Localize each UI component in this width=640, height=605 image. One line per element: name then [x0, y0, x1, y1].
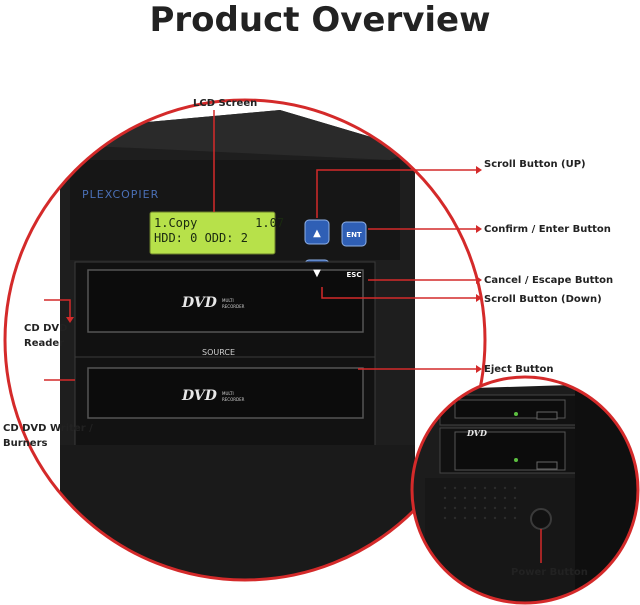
- brand-logo: PLEXCOPIER: [82, 188, 160, 201]
- label-scroll-down: Scroll Button (Down): [484, 294, 602, 305]
- label-writer-line-2: Burners: [3, 438, 48, 449]
- lcd-screen: [149, 211, 276, 255]
- label-eject: Eject Button: [484, 364, 554, 375]
- label-confirm-enter: Confirm / Enter Button: [484, 224, 611, 235]
- main-callout-circle: [3, 98, 487, 582]
- label-reader-line-2: Reader: [24, 338, 65, 349]
- writer-drive-tray: [87, 367, 364, 419]
- source-label: SOURCE: [202, 348, 236, 357]
- page-title: Product Overview: [149, 0, 491, 40]
- dvd-logo-small: DVD: [467, 428, 487, 438]
- reader-drive-tray: [87, 269, 364, 333]
- dvd-logo-writer: DVD: [182, 388, 217, 404]
- callout-lines: [44, 110, 542, 563]
- power-button[interactable]: [530, 508, 552, 530]
- dvd-sub-writer-1: MULTI: [222, 391, 234, 396]
- up-arrow-icon: ▲: [313, 228, 321, 239]
- callout-arrowheads: [66, 166, 482, 373]
- label-reader-line-1: CD DVD: [24, 323, 68, 334]
- esc-label: ESC: [346, 271, 362, 279]
- main-closeup-view: [5, 100, 485, 580]
- lcd-line-1: 1.Copy 1.07: [154, 216, 285, 230]
- dvd-logo-reader: DVD: [182, 295, 217, 311]
- dvd-sub-reader-1: MULTI: [222, 298, 234, 303]
- label-writer-line-1: CD DVD Writer /: [3, 423, 93, 434]
- label-cancel-escape: Cancel / Escape Button: [484, 275, 614, 286]
- vent-grille: [443, 486, 517, 520]
- scroll-up-button[interactable]: [304, 219, 330, 245]
- dvd-sub-writer-2: RECORDER: [222, 397, 245, 402]
- enter-button[interactable]: [341, 221, 367, 247]
- power-callout-circle: [410, 375, 640, 605]
- dvd-sub-reader-2: RECORDER: [222, 304, 245, 309]
- label-scroll-up: Scroll Button (UP): [484, 159, 586, 170]
- label-lcd-screen: LCD Screen: [193, 98, 258, 109]
- ent-label: ENT: [346, 231, 362, 239]
- down-arrow-icon: ▼: [313, 268, 321, 279]
- label-power: Power Button: [511, 567, 588, 578]
- lcd-line-2: HDD: 0 ODD: 2: [154, 231, 248, 245]
